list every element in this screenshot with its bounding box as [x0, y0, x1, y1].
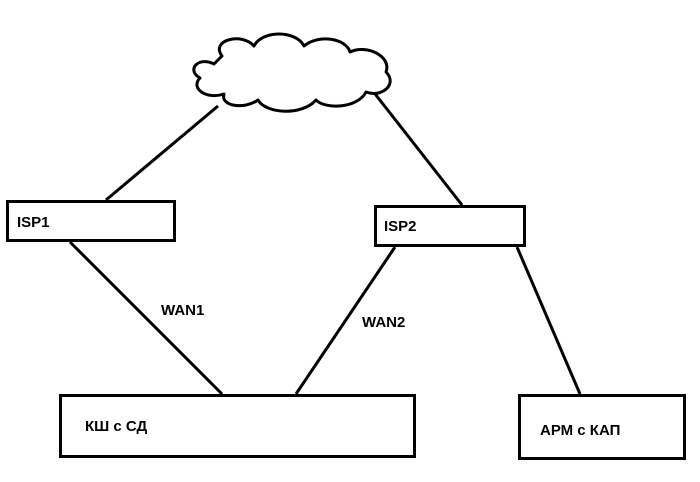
- link-cloud-isp1: [105, 104, 219, 202]
- isp2-box: ISP2: [374, 205, 526, 247]
- link-cloud-isp2: [370, 89, 464, 206]
- isp1-box: ISP1: [6, 200, 176, 242]
- link-wan2: [294, 246, 397, 395]
- internet-cloud: [192, 32, 392, 113]
- isp2-label: ISP2: [384, 218, 417, 235]
- link-isp2-arm: [515, 246, 582, 395]
- ksh-label: КШ с СД: [85, 418, 148, 435]
- arm-box: АРМ с КАП: [518, 394, 686, 460]
- isp1-label: ISP1: [17, 214, 50, 231]
- link-wan1: [68, 240, 224, 396]
- arm-label: АРМ с КАП: [540, 422, 621, 439]
- wan1-label: WAN1: [161, 302, 205, 319]
- ksh-box: КШ с СД: [59, 394, 416, 458]
- wan2-label: WAN2: [362, 314, 406, 331]
